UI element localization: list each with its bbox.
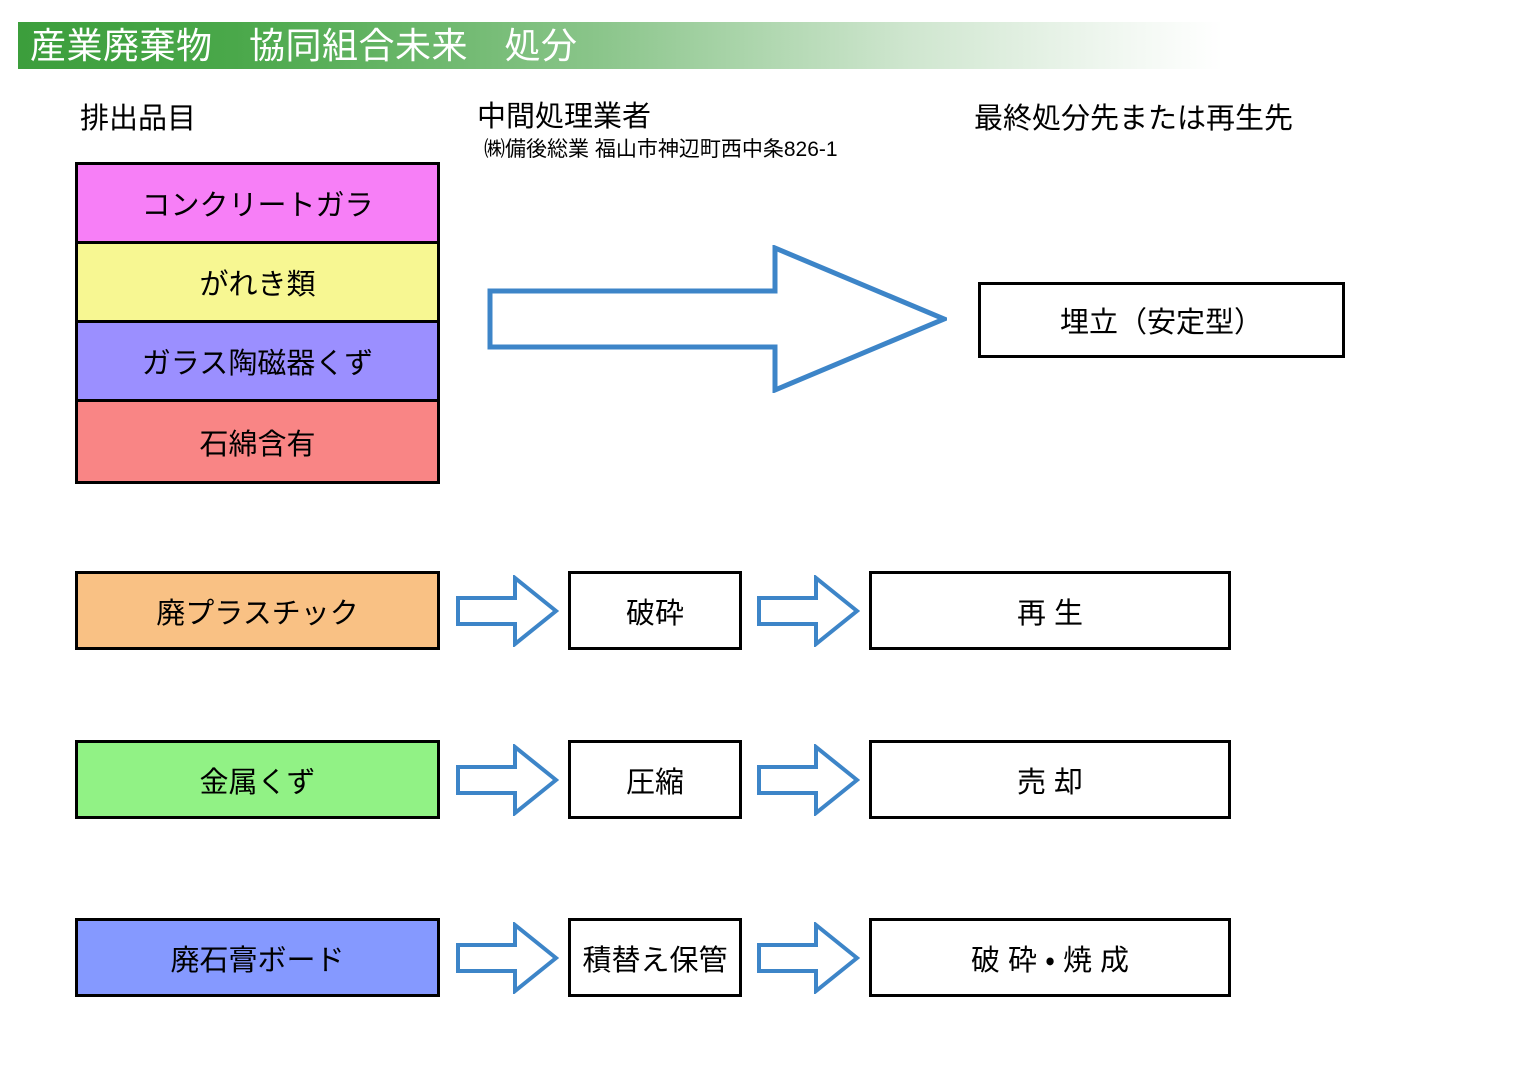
waste-item-stack: コンクリートガラ がれき類 ガラス陶磁器くず 石綿含有 — [75, 162, 440, 484]
processor-company-address: ㈱備後総業 福山市神辺町西中条826-1 — [484, 138, 838, 161]
destination-box-landfill: 埋立（安定型） — [978, 282, 1345, 358]
source-box-metal-scrap: 金属くず — [75, 740, 440, 819]
process-box-compression: 圧縮 — [568, 740, 742, 819]
right-arrow-icon — [455, 922, 559, 994]
waste-item-box: がれき類 — [78, 244, 437, 323]
destination-box-crush-calcine: 破 砕 ・ 焼 成 — [869, 918, 1231, 997]
destination-box-recycle: 再 生 — [869, 571, 1231, 650]
process-box-transfer-storage: 積替え保管 — [568, 918, 742, 997]
page-title: 産業廃棄物 協同組合未来 処分 — [30, 25, 578, 66]
destination-box-sale: 売 却 — [869, 740, 1231, 819]
right-arrow-icon — [756, 744, 860, 816]
waste-item-box: 石綿含有 — [78, 402, 437, 481]
right-arrow-icon — [756, 922, 860, 994]
right-arrow-icon — [455, 744, 559, 816]
column-header-intermediate-processor: 中間処理業者 — [477, 101, 652, 133]
waste-item-box: コンクリートガラ — [78, 165, 437, 244]
title-banner — [18, 22, 1223, 69]
source-box-waste-plastic: 廃プラスチック — [75, 571, 440, 650]
process-box-crushing: 破砕 — [568, 571, 742, 650]
waste-item-box: ガラス陶磁器くず — [78, 323, 437, 402]
right-arrow-icon — [455, 575, 559, 647]
big-right-arrow-icon — [487, 245, 947, 393]
column-header-final-destination: 最終処分先または再生先 — [974, 103, 1294, 135]
column-header-waste-items: 排出品目 — [80, 103, 197, 135]
right-arrow-icon — [756, 575, 860, 647]
source-box-gypsum-board: 廃石膏ボード — [75, 918, 440, 997]
